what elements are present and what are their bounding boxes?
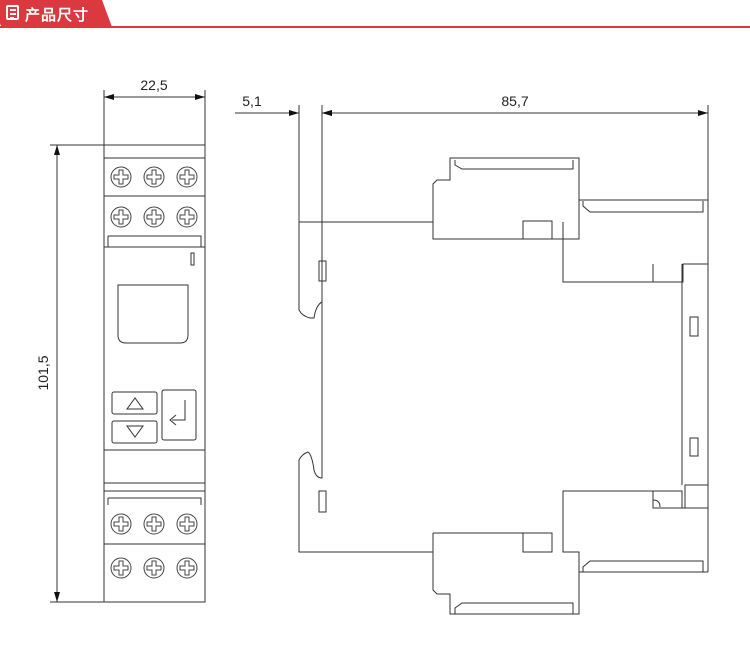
label-depth: 85,7 [501, 93, 528, 109]
dim-height [50, 144, 104, 603]
label-height: 101,5 [35, 355, 51, 390]
label-rail-offset: 5,1 [242, 93, 262, 109]
side-view [298, 113, 709, 615]
header-title: 产品尺寸 [25, 7, 90, 24]
header-divider [0, 26, 750, 28]
front-view [103, 144, 206, 603]
header-tab: 产品尺寸 [0, 0, 112, 27]
section-header: 产品尺寸 [0, 0, 750, 30]
document-icon [6, 5, 19, 20]
enter-button [161, 389, 197, 441]
display-window [117, 284, 189, 344]
down-button [111, 420, 158, 444]
screw-terminals [110, 166, 198, 579]
dim-width-front [103, 90, 206, 145]
dim-depth [321, 105, 709, 200]
up-button [111, 391, 158, 415]
label-width-front: 22,5 [140, 77, 167, 93]
